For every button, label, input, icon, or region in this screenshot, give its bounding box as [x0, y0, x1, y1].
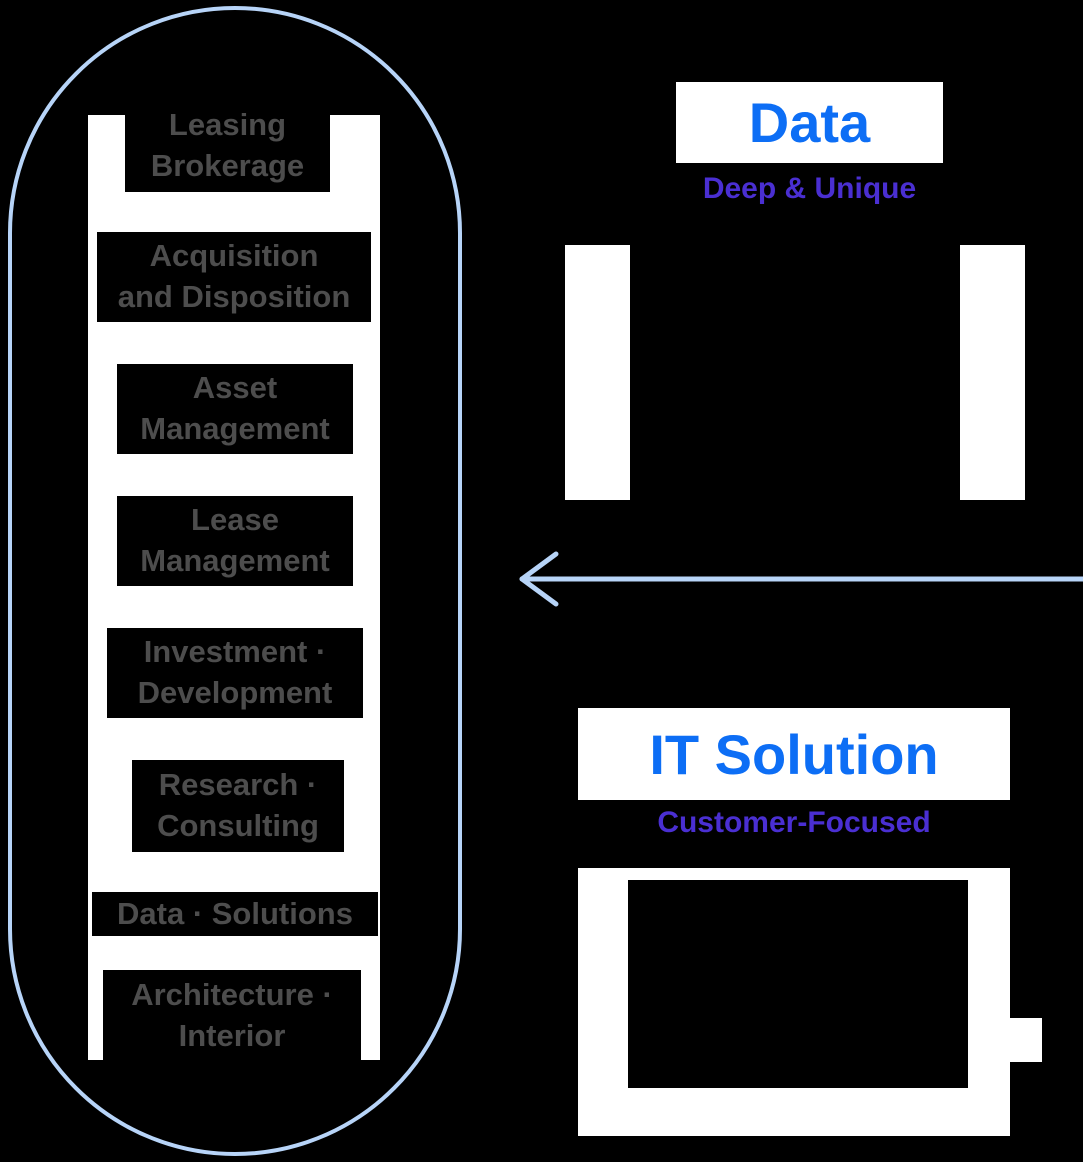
data-title: Data	[748, 91, 871, 154]
it-solution-title-panel: IT Solution	[578, 708, 1010, 800]
service-item-architecture-interior: Architecture · Interior	[103, 970, 361, 1062]
it-icon-monitor-screen	[628, 880, 968, 1088]
data-subtitle: Deep & Unique	[702, 172, 917, 205]
data-icon-right-bar	[960, 245, 1025, 500]
service-item-data-solutions: Data · Solutions	[92, 892, 378, 936]
service-item-lease-management: Lease Management	[117, 496, 353, 586]
service-item-investment-development: Investment · Development	[107, 628, 363, 718]
it-solution-subtitle: Customer-Focused	[657, 806, 931, 839]
service-item-acquisition-disposition: Acquisition and Disposition	[97, 232, 371, 322]
data-title-panel: Data	[676, 82, 943, 163]
it-solution-title: IT Solution	[649, 722, 939, 786]
left-arrow-icon	[519, 551, 1083, 607]
service-item-research-consulting: Research · Consulting	[132, 760, 344, 852]
services-capsule-outline	[8, 6, 462, 1156]
it-icon-mouse	[1008, 1018, 1042, 1062]
data-icon-left-bar	[565, 245, 630, 500]
service-item-leasing-brokerage: Leasing Brokerage	[125, 100, 330, 192]
service-item-asset-management: Asset Management	[117, 364, 353, 454]
